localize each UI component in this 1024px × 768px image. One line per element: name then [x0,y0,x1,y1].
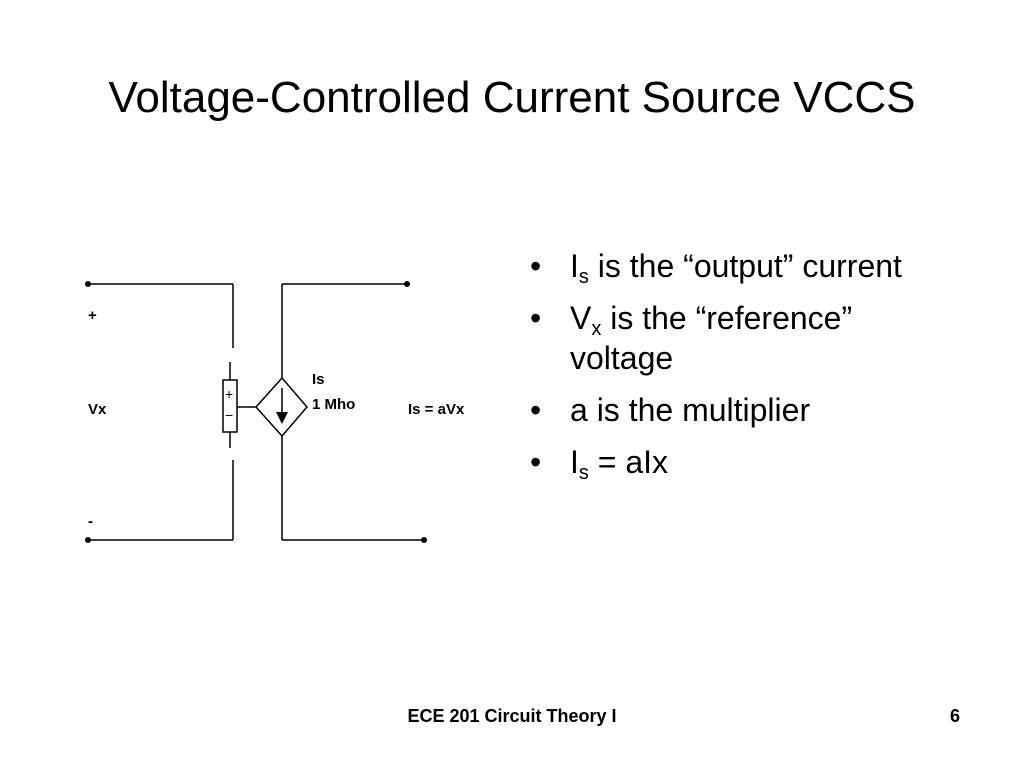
is-label: Is [312,371,325,388]
footer-course-title: ECE 201 Circuit Theory I [407,706,617,726]
bullet-item: •Is is the “output” current [530,248,902,288]
bullet-item: •a is the multiplier [530,392,811,428]
vx-minus-label: - [88,513,93,530]
current-arrow-head [276,412,288,424]
sensor-minus-label: − [225,407,233,423]
bullet-item: •Is = aIx [530,444,669,484]
terminal-bottom-right [421,537,427,543]
terminal-top-left [85,281,91,287]
vccs-circuit-diagram: + Vx - + − Is 1 Mho Is = aVx [85,281,465,543]
terminal-bottom-left [85,537,91,543]
vx-plus-label: + [88,307,97,324]
page-number: 6 [949,706,960,726]
vx-label: Vx [88,401,107,418]
bullet-item: •Vx is the “reference” voltage [530,300,853,376]
bullet-list: •Is is the “output” current •Vx is the “… [530,246,960,494]
bullet-icon: • [530,300,542,336]
bullet-icon: • [530,392,542,428]
bullet-icon: • [530,444,542,480]
gain-label: 1 Mho [312,396,355,413]
equation-label: Is = aVx [408,401,465,418]
slide-title: Voltage-Controlled Current Source VCCS [108,73,916,122]
bullet-icon: • [530,248,542,284]
terminal-top-right [404,281,410,287]
sensor-plus-label: + [225,386,233,402]
